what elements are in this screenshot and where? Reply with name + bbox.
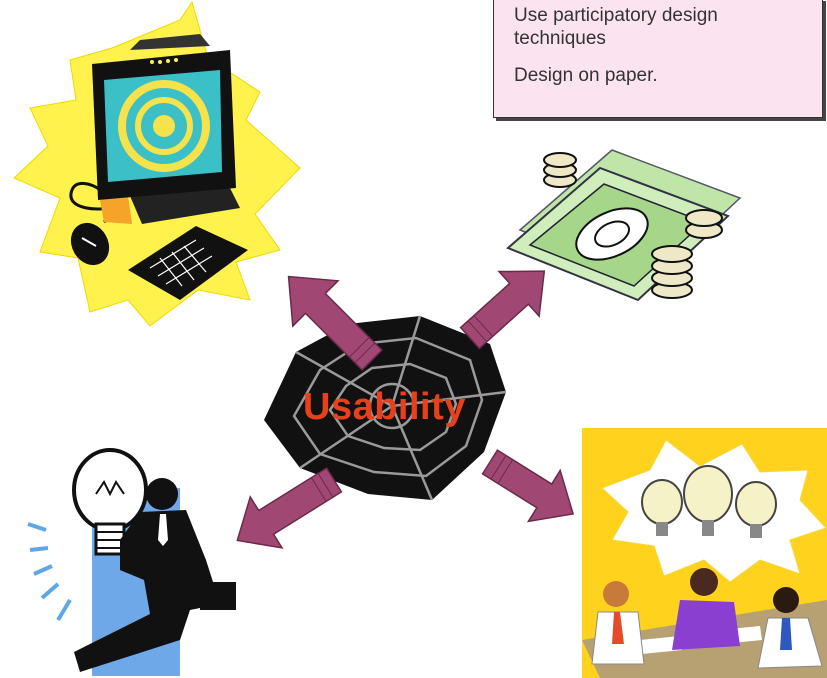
meeting-ideas-clipart-icon — [582, 428, 827, 678]
arrow-to-lightbulb — [236, 467, 343, 549]
note-line-1: Use participatory design techniques — [514, 5, 718, 49]
notes-box: Use participatory design techniques Desi… — [493, 0, 823, 118]
usability-label: Usability — [303, 386, 466, 428]
arrow-to-money — [459, 270, 546, 350]
arrow-to-meeting — [481, 449, 575, 523]
note-line-2: Design on paper. — [514, 64, 658, 86]
lightbulb-person-clipart-icon — [27, 448, 236, 676]
spiderweb-icon — [264, 315, 507, 501]
arrow-to-computer — [287, 275, 383, 371]
money-clipart-icon — [506, 149, 742, 302]
computer-clipart-icon — [13, 0, 301, 327]
